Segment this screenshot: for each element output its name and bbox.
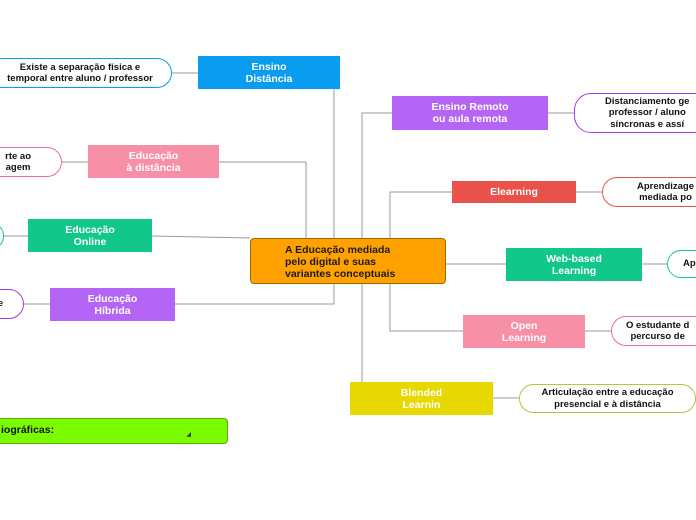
topic-educacao-hibrida[interactable]: Educação Híbrida: [50, 288, 175, 321]
topic-open-learning[interactable]: Open Learning: [463, 315, 585, 348]
topic-web-based-learning[interactable]: Web-based Learning: [506, 248, 642, 281]
connector-educacao-hibrida: [175, 284, 335, 305]
references-box[interactable]: iográficas: ◢: [0, 418, 228, 444]
topic-blended-learning[interactable]: Blended Learnin: [350, 382, 493, 415]
leaf-educacao-hibrida[interactable]: e: [0, 289, 24, 319]
connector-educacao-a-distancia: [219, 161, 307, 247]
connector-ensino-remoto: [361, 112, 392, 264]
topic-educacao-online[interactable]: Educação Online: [28, 219, 152, 252]
topic-ensino-remoto[interactable]: Ensino Remoto ou aula remota: [392, 96, 548, 130]
leaf-open-learning[interactable]: O estudante d percurso de: [611, 316, 696, 346]
connector-educacao-online: [151, 235, 251, 239]
leaf-ensino-distancia[interactable]: Existe a separação física e temporal ent…: [0, 58, 172, 88]
central-topic[interactable]: A Educação mediada pelo digital e suas v…: [250, 238, 446, 284]
connector-open-learning: [389, 276, 463, 332]
topic-ensino-distancia[interactable]: Ensino Distância: [198, 56, 340, 89]
connector-elearning: [389, 191, 452, 251]
leaf-web-based-learning[interactable]: Ap: [667, 250, 696, 278]
references-label: iográficas:: [1, 424, 55, 436]
leaf-elearning[interactable]: Aprendizage mediada po: [602, 177, 696, 207]
leaf-ensino-remoto[interactable]: Distanciamento ge professor / aluno sínc…: [574, 93, 696, 133]
leaf-educacao-a-distancia[interactable]: rte ao agem: [0, 147, 62, 177]
collapse-corner-icon: ◢: [186, 432, 191, 438]
topic-elearning[interactable]: Elearning: [452, 181, 576, 203]
topic-educacao-a-distancia[interactable]: Educação à distância: [88, 145, 219, 178]
leaf-blended-learning[interactable]: Articulação entre a educação presencial …: [519, 384, 696, 413]
